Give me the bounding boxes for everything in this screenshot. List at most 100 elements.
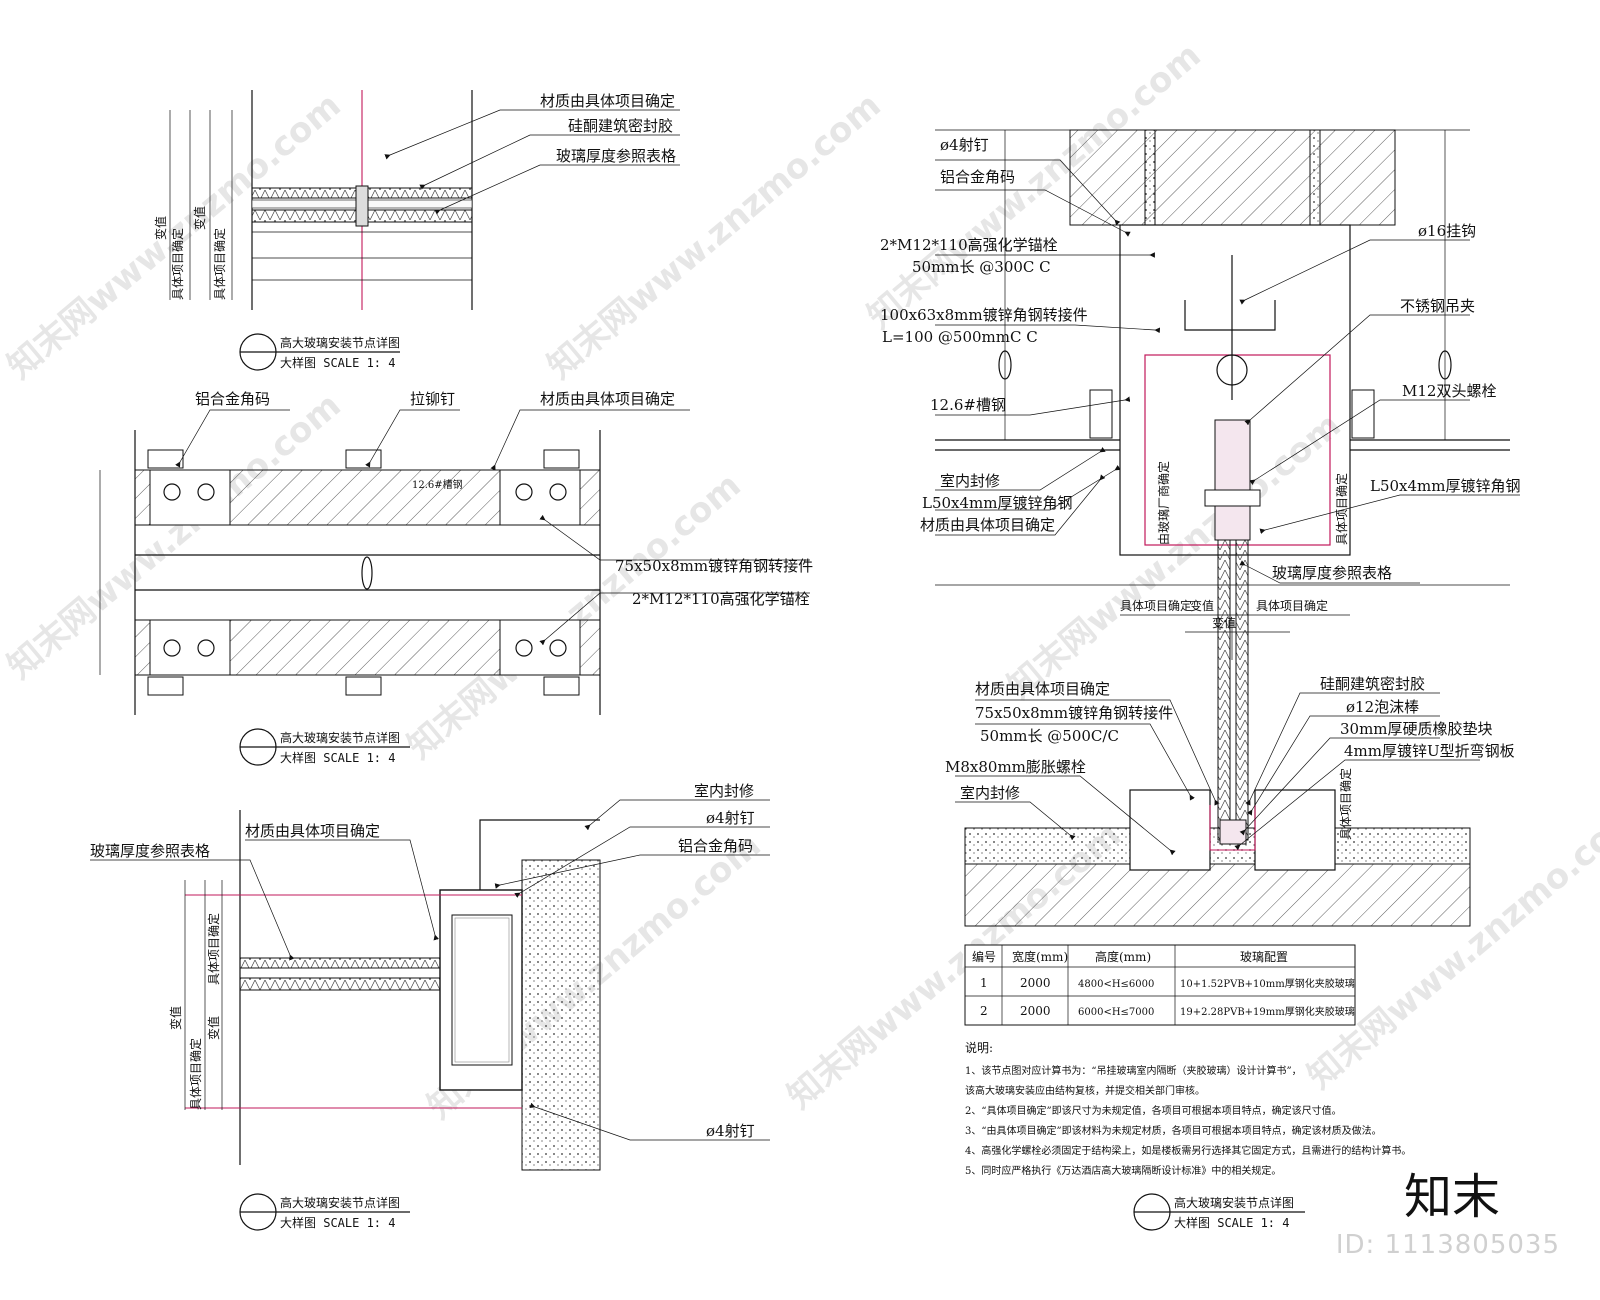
table-cell: 2000	[1020, 976, 1051, 990]
dimension-text: 变值	[153, 216, 168, 240]
image-id: ID: 1113805035	[1335, 1230, 1560, 1260]
callout-label: M12双头螺栓	[1402, 382, 1496, 400]
callout-label: 室内封修	[940, 472, 1000, 490]
table-cell: 1	[980, 976, 988, 990]
callout-label: ø4射钉	[706, 1122, 755, 1140]
notes-line: 1、该节点图对应计算书为：“吊挂玻璃室内隔断（夹胶玻璃）设计计算书”，	[965, 1064, 1302, 1077]
callout-label: 50mm长 @500C/C	[980, 727, 1119, 745]
detail-4: 具体项目确定 变值 具体项目确定 变值 由玻璃厂商确定 具体项目确定 ø4射钉 …	[880, 129, 1521, 1231]
callout-label: 30mm厚硬质橡胶垫块	[1340, 720, 1493, 738]
callout-label: L50x4mm厚镀锌角钢	[922, 494, 1073, 512]
glass-spec-table: 编号 宽度(mm) 高度(mm) 玻璃配置 1 2000 4800<H≤6000…	[964, 944, 1356, 1026]
callout-label: 100x63x8mm镀锌角钢转接件	[880, 306, 1088, 324]
anchor-plate	[149, 619, 231, 676]
notes-line: 该高大玻璃安装应由结构复核，并提交相关部门审核。	[965, 1084, 1205, 1097]
callout-label: 12.6#槽钢	[412, 478, 463, 491]
concrete-slab	[1069, 129, 1396, 226]
watermark: 知末网www.znzmo.com	[1000, 405, 1349, 707]
glass-panel	[239, 957, 441, 969]
callout-label: 玻璃厚度参照表格	[1272, 564, 1392, 582]
table-header: 高度(mm)	[1095, 949, 1151, 964]
sealant-joint	[355, 185, 369, 227]
glass-panel	[1235, 539, 1249, 841]
dimension-text: 变值	[1190, 598, 1214, 613]
table-cell: 19+2.28PVB+19mm厚钢化夹胶玻璃	[1180, 1005, 1355, 1018]
callout-label: 2*M12*110高强化学锚栓	[880, 236, 1058, 254]
callout-label: 4mm厚镀锌U型折弯钢板	[1344, 742, 1515, 760]
dimension-text: 具体项目确定	[1120, 598, 1192, 613]
callout-label: 硅酮建筑密封胶	[1320, 675, 1425, 693]
detail-scale: 大样图 SCALE 1: 4	[1174, 1215, 1289, 1230]
dimension-text: 具体项目确定	[1256, 598, 1328, 613]
callout-label: 75x50x8mm镀锌角钢转接件	[975, 704, 1173, 722]
dimension-text: 变值	[206, 1016, 221, 1040]
detail-title: 高大玻璃安装节点详图	[280, 335, 400, 350]
callout-label: 拉铆钉	[410, 390, 455, 408]
table-cell: 10+1.52PVB+10mm厚钢化夹胶玻璃	[1180, 977, 1355, 990]
callout-label: 硅酮建筑密封胶	[568, 117, 673, 135]
glass-panel	[1217, 539, 1231, 841]
callout-label: 不锈钢吊夹	[1400, 297, 1475, 315]
callout-label: 材质由具体项目确定	[540, 92, 675, 110]
callout-label: ø16挂钩	[1418, 222, 1476, 240]
anchor-plate	[499, 619, 581, 676]
table-cell: 2	[980, 1004, 988, 1018]
detail-title: 高大玻璃安装节点详图	[280, 730, 400, 745]
steel-channel	[1254, 789, 1336, 871]
callout-label: 2*M12*110高强化学锚栓	[632, 590, 810, 608]
table-header: 编号	[972, 949, 996, 964]
callout-label: 75x50x8mm镀锌角钢转接件	[615, 557, 813, 575]
detail-2: 铝合金角码 拉铆钉 材质由具体项目确定 12.6#槽钢 75x50x8mm镀锌角…	[99, 390, 813, 766]
glass-clamp	[1214, 419, 1251, 541]
brand-logo-text: 知末	[1404, 1169, 1500, 1225]
notes-line: 4、高强化学螺栓必须固定于结构梁上，如是楼板需另行选择其它固定方式，且需进行的结…	[965, 1144, 1411, 1157]
callout-label: 玻璃厚度参照表格	[556, 147, 676, 165]
detail-scale: 大样图 SCALE 1: 4	[280, 1215, 395, 1230]
dimension-text: 变值	[1212, 615, 1236, 630]
callout-label: 铝合金角码	[195, 390, 270, 408]
detail-scale: 大样图 SCALE 1: 4	[280, 750, 395, 765]
anchor-plate	[149, 469, 231, 526]
dimension-text: 具体项目确定	[170, 228, 185, 300]
concrete-wall	[521, 859, 601, 1171]
callout-label: 铝合金角码	[678, 837, 753, 855]
dimension-text: 具体项目确定	[1338, 768, 1353, 840]
table-cell: 6000<H≤7000	[1078, 1007, 1154, 1018]
dimension-text: 变值	[192, 206, 207, 230]
design-notes: 说明: 1、该节点图对应计算书为：“吊挂玻璃室内隔断（夹胶玻璃）设计计算书”， …	[965, 1040, 1411, 1177]
detail-title: 高大玻璃安装节点详图	[1174, 1195, 1294, 1210]
notes-line: 5、同时应严格执行《万达酒店高大玻璃隔断设计标准》中的相关规定。	[965, 1164, 1281, 1177]
detail-scale: 大样图 SCALE 1: 4	[280, 355, 395, 370]
callout-label: L=100 @500mmC C	[882, 328, 1038, 346]
callout-label: L50x4mm厚镀锌角钢	[1370, 477, 1521, 495]
steel-frame	[439, 889, 523, 1091]
callout-label: 室内封修	[960, 784, 1020, 802]
table-header: 玻璃配置	[1240, 950, 1288, 964]
dimension-text: 具体项目确定	[206, 913, 221, 985]
dimension-text: 由玻璃厂商确定	[1156, 461, 1171, 545]
callout-label: ø4射钉	[940, 136, 989, 154]
detail-title: 高大玻璃安装节点详图	[280, 1195, 400, 1210]
callout-label: M8x80mm膨胀螺栓	[945, 758, 1086, 776]
table-cell: 2000	[1020, 1004, 1051, 1018]
notes-line: 2、“具体项目确定”即该尺寸为未规定值，各项目可根据本项目特点，确定该尺寸值。	[965, 1104, 1342, 1117]
callout-label: 铝合金角码	[940, 168, 1015, 186]
detail-3: 具体项目确定 变值 具体项目确定 变值 室内封修 ø4射钉 铝合金角码 玻璃厚度…	[90, 782, 770, 1231]
callout-label: 12.6#槽钢	[930, 396, 1006, 414]
glass-panel	[239, 977, 441, 991]
table-header: 宽度(mm)	[1012, 949, 1068, 964]
dimension-text: 具体项目确定	[1334, 473, 1349, 545]
callout-label: ø12泡沫棒	[1346, 698, 1419, 716]
floor-finish	[964, 827, 1471, 865]
callout-label: 50mm长 @300C C	[912, 258, 1051, 276]
callout-label: 材质由具体项目确定	[920, 516, 1055, 534]
dimension-text: 具体项目确定	[212, 228, 227, 300]
anchor-plate	[499, 469, 581, 526]
brand-logo: 知末	[1404, 1169, 1500, 1225]
notes-heading: 说明:	[965, 1040, 993, 1055]
notes-line: 3、“由具体项目确定”即该材料为未规定材质，各项目可根据本项目特点，确定该材质及…	[965, 1124, 1382, 1137]
callout-label: 玻璃厚度参照表格	[90, 842, 210, 860]
callout-label: ø4射钉	[706, 809, 755, 827]
dimension-text: 变值	[168, 1006, 183, 1030]
